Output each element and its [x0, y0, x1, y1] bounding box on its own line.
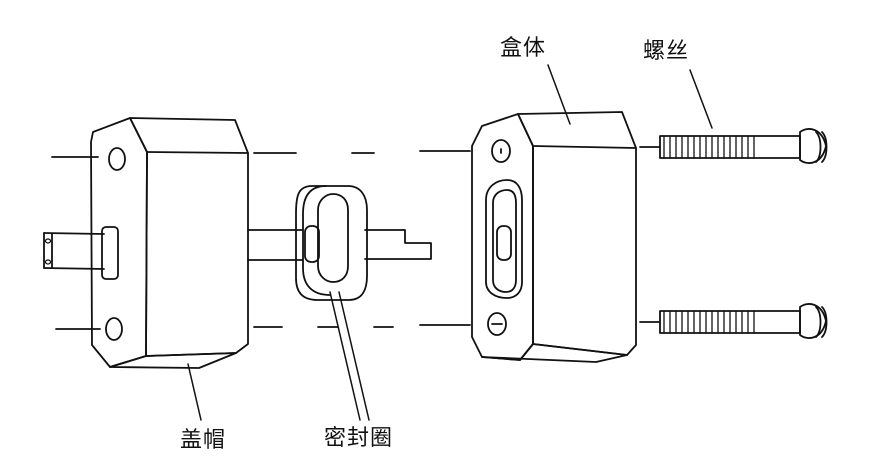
- label-cap: 盖帽: [180, 428, 227, 453]
- label-screw: 螺丝: [643, 39, 690, 64]
- screw-bottom: [639, 303, 828, 339]
- seal-ring-part: [295, 185, 368, 301]
- latch-tongue: [247, 229, 432, 261]
- leader-lines: [187, 64, 713, 421]
- label-seal-ring: 密封圈: [324, 426, 394, 451]
- label-box-body: 盒体: [500, 36, 547, 61]
- screw-top: [639, 128, 828, 164]
- alignment-lines: [253, 150, 471, 328]
- cap-part: [43, 117, 249, 369]
- box-body-part: [471, 111, 637, 363]
